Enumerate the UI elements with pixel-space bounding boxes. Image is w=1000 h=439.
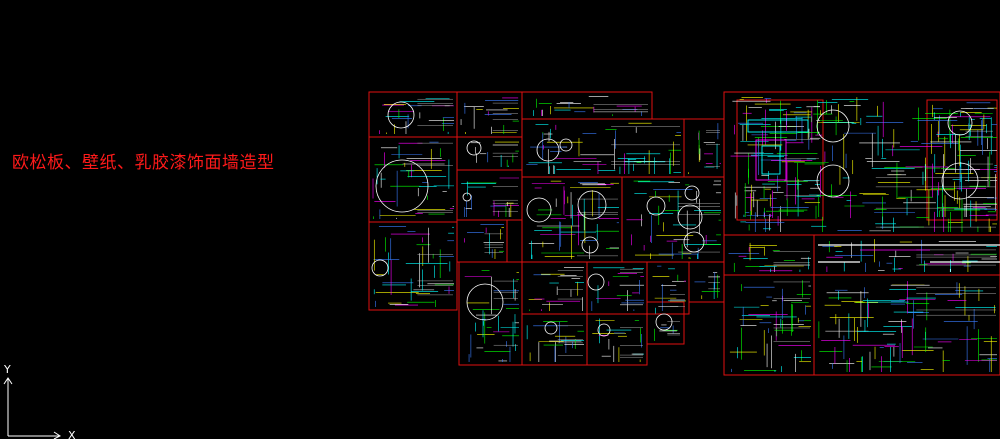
detail-callout-circle: [655, 313, 673, 331]
detail-callout-circle: [597, 323, 611, 337]
detail-callout-circle: [544, 321, 558, 335]
detail-callout-circle: [375, 159, 429, 213]
detail-callout-circle: [371, 259, 389, 277]
detail-linework: [371, 96, 1000, 372]
detail-frame: [736, 99, 824, 221]
detail-callout-circle: [462, 192, 472, 202]
detail-frame: [621, 176, 725, 263]
detail-callout-circle: [587, 273, 605, 291]
detail-callout-circle: [581, 236, 599, 254]
detail-callout-circle: [559, 138, 573, 152]
detail-callout-circle: [466, 283, 504, 321]
detail-frame: [688, 261, 725, 303]
detail-frame: [586, 261, 648, 315]
detail-frame: [521, 176, 623, 263]
detail-callout-circle: [941, 162, 979, 200]
elevation-panel: [747, 119, 809, 133]
detail-callout-circle: [683, 231, 705, 253]
detail-callout-circle: [684, 185, 700, 201]
ucs-y-label: Y: [3, 363, 11, 376]
detail-callout-circle: [816, 109, 850, 143]
detail-callout-circle: [646, 196, 666, 216]
detail-frame: [458, 261, 523, 366]
detail-frame: [521, 118, 685, 178]
detail-frame: [813, 274, 1000, 376]
detail-callout-circle: [577, 190, 607, 220]
detail-frame: [521, 261, 588, 315]
detail-frame: [723, 234, 815, 276]
detail-frames: [368, 91, 1000, 376]
drawing-title: 欧松板、壁纸、乳胶漆饰面墙造型: [12, 153, 275, 173]
ucs-icon: Y X: [3, 363, 76, 439]
detail-frame: [368, 221, 458, 311]
ucs-x-label: X: [68, 429, 76, 439]
detail-frame: [646, 301, 685, 345]
elevation-panel: [761, 145, 781, 175]
detail-callout-circle: [677, 204, 703, 230]
detail-frame: [723, 274, 815, 376]
detail-callout-circle: [816, 164, 850, 198]
elevation-panel: [755, 139, 787, 181]
detail-callout-circle: [466, 140, 482, 156]
detail-callout-circle: [387, 101, 415, 129]
detail-callout-circle: [526, 197, 552, 223]
detail-callout-circle: [536, 138, 560, 162]
detail-callout-circle: [947, 110, 973, 136]
